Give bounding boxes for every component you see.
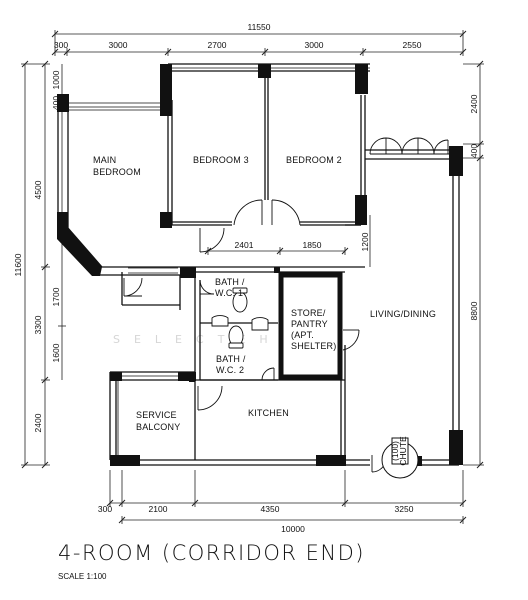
bath2-label-1: BATH / [216,354,246,364]
store-label-3: (APT. [291,330,314,340]
dim-top-2: 3000 [109,40,128,50]
bath1-label-1: BATH / [215,277,245,287]
dim-left-2: 3300 [33,315,43,334]
dim-top-5: 2550 [403,40,422,50]
dimension-ticks [21,30,484,524]
dim-bottom-total: 10000 [281,524,305,534]
refuse-label-2: CHUTE [398,436,408,466]
plan-title: 4-ROOM (CORRIDOR END) [58,541,365,565]
bedroom2-label: BEDROOM 2 [286,155,342,165]
watermark: SELECTEH [113,333,282,346]
dim-right-3: 8800 [469,301,479,320]
dim-bottom-2: 2100 [149,504,168,514]
dim-right-2: 400 [469,144,479,158]
bath-fixtures [211,287,269,349]
dim-inner-3: 1200 [360,232,370,251]
dim-left-1: 4500 [33,180,43,199]
dim-inner-1: 2401 [235,240,254,250]
balcony-doors [369,137,449,155]
dim-top-3: 2700 [208,40,227,50]
main-bedroom-label-1: MAIN [93,155,116,165]
living-dining-label: LIVING/DINING [370,309,436,319]
structural-walls [57,64,463,466]
store-label-2: PANTRY [291,319,328,329]
dim-top-4: 3000 [305,40,324,50]
store-label-4: SHELTER) [291,341,336,351]
dim-left-total: 11600 [13,253,23,276]
dim-left-inner-3: 1700 [51,287,61,306]
plan-scale: SCALE 1:100 [58,572,107,581]
windows [68,67,370,455]
dim-inner-2: 1850 [303,240,322,250]
dim-left-inner-2: 400 [51,96,61,110]
dim-bottom-4: 3250 [395,504,414,514]
bath1-label-2: W.C. 1 [215,288,243,298]
main-bedroom-label-2: BEDROOM [93,167,141,177]
dim-top-total: 11550 [247,22,270,32]
dim-left-inner-1: 1000 [51,70,61,89]
kitchen-label: KITCHEN [248,408,289,418]
dim-bottom-3: 4350 [261,504,280,514]
store-label-1: STORE/ [291,308,326,318]
dim-left-inner-4: 1600 [51,343,61,362]
dim-top-1: 300 [54,40,68,50]
refuse-chute: (100) CHUTE [381,436,419,479]
door-swings [123,199,387,473]
service-balcony-label-1: SERVICE [136,410,177,420]
dim-bottom-1: 300 [98,504,112,514]
bath2-label-2: W.C. 2 [216,365,244,375]
bedroom3-label: BEDROOM 3 [193,155,249,165]
dim-right-1: 2400 [469,94,479,113]
store-shelter-walls [278,272,343,380]
refuse-label-1: (100) [390,441,400,461]
dim-left-3: 2400 [33,413,43,432]
service-balcony-label-2: BALCONY [136,422,180,432]
